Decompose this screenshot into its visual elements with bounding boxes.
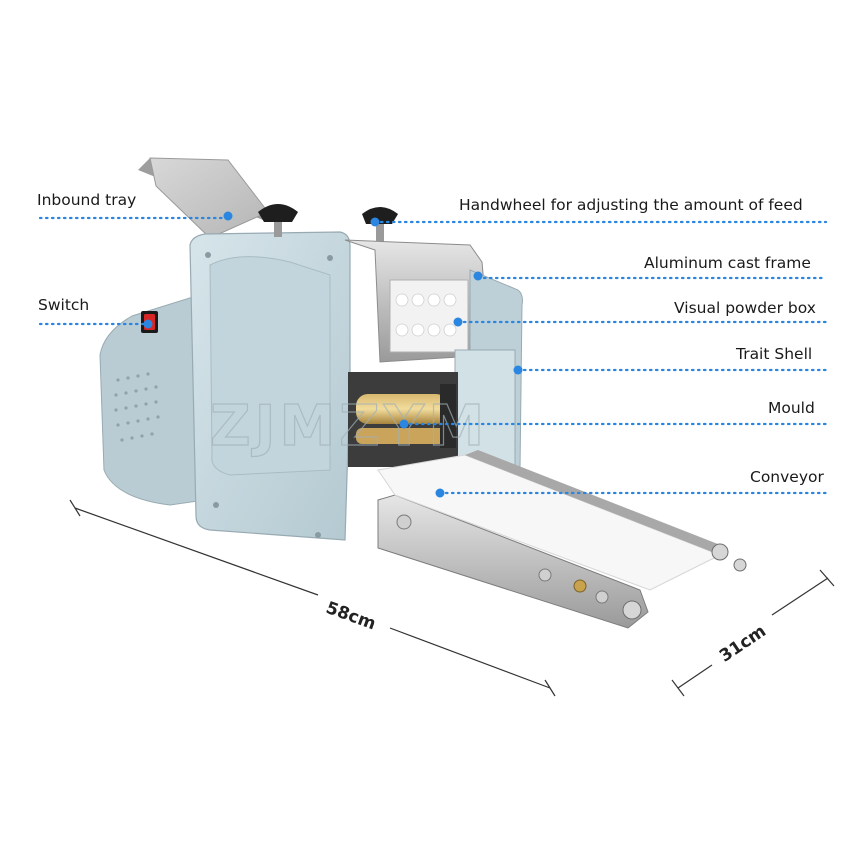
label-trait-shell: Trait Shell [736,345,813,363]
vent-holes [114,372,160,442]
dimension-lines [69,499,835,697]
dim-58-line-a [74,507,319,596]
dot-powder-box [453,317,463,327]
dot-inbound-tray [223,211,233,221]
mould-roller [356,394,448,424]
left-side-housing [99,295,206,506]
watermark: ZJMZYM [210,394,488,459]
dot-trait-shell [513,365,523,375]
powder-box [389,279,469,353]
inbound-tray-plate [149,157,269,239]
label-handwheel: Handwheel for adjusting the amount of fe… [459,196,803,214]
leader-dots [143,211,523,498]
dim-31-line-a [677,664,713,689]
dot-handwheel [370,217,380,227]
label-switch: Switch [38,296,90,314]
label-inbound-tray: Inbound tray [37,191,137,209]
front-recess [209,256,331,476]
dim-31-line-b [771,577,829,616]
leader-lines [38,216,828,495]
label-powder-box: Visual powder box [674,299,816,317]
dot-switch [143,319,153,329]
dim-58-line-b [389,627,551,689]
label-conveyor: Conveyor [750,468,824,486]
noodle-machine [99,157,747,629]
dot-aluminum-frame [473,271,483,281]
label-aluminum-frame: Aluminum cast frame [644,254,811,272]
label-mould: Mould [768,399,815,417]
dot-mould [399,419,409,429]
handwheel-knobs [258,204,398,242]
dot-conveyor [435,488,445,498]
conveyor-belt [377,454,722,591]
